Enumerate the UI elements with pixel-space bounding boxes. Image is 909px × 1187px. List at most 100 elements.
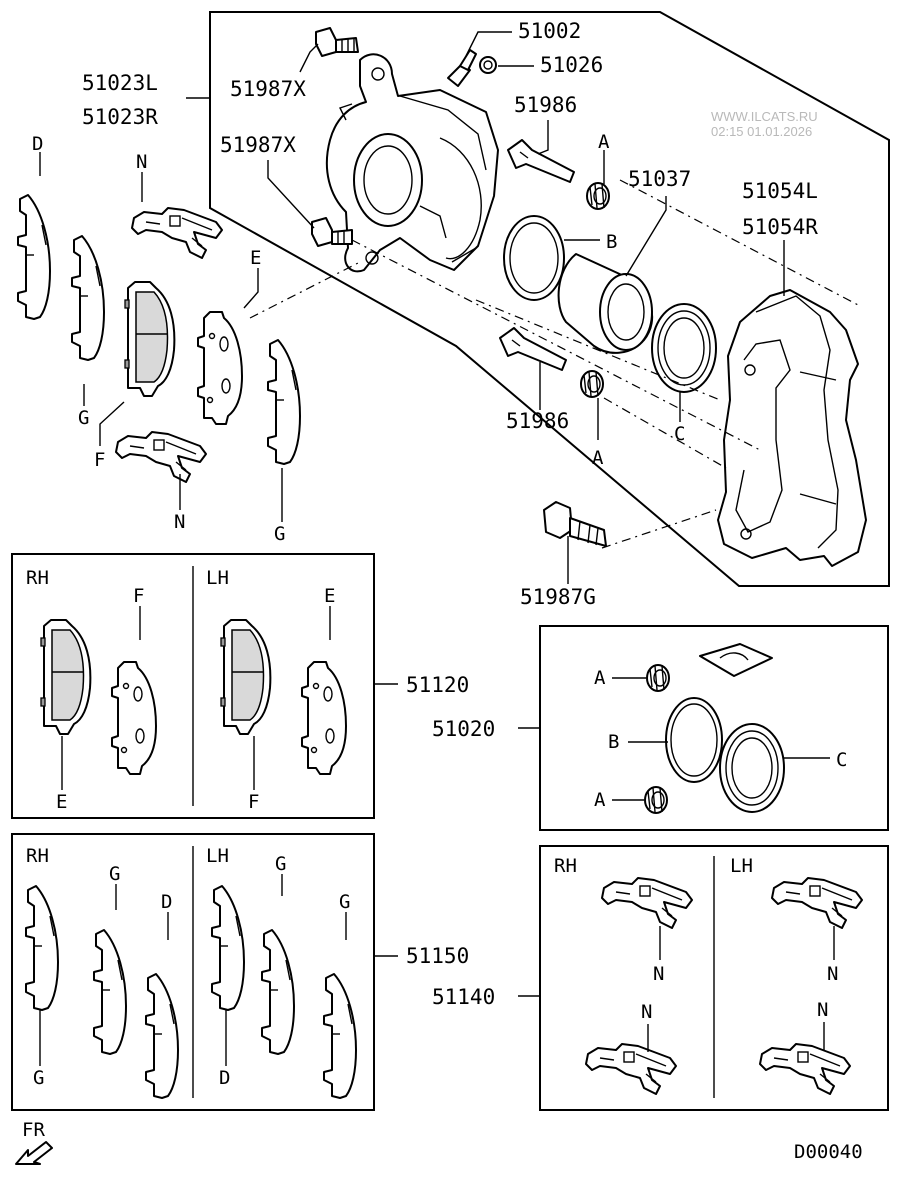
shim-kit-lh-label: LH	[206, 845, 229, 867]
clip-n-lower	[115, 431, 207, 483]
lh-pad-f	[220, 619, 272, 735]
bleeder-screw	[447, 49, 477, 87]
label-kit-ref-a-upper: A	[594, 667, 606, 689]
piston	[557, 253, 654, 354]
label-ref-e-rh: E	[56, 791, 67, 813]
bolt-x-lower	[311, 217, 353, 247]
label-ref-e-lh: E	[324, 585, 335, 607]
kit-boot-a-lower	[644, 786, 668, 814]
label-ref-f-lh: F	[248, 791, 259, 813]
kit-boot-c	[719, 723, 785, 813]
pad-set-box: RH LH F E E F	[11, 553, 375, 819]
grease-packet	[699, 643, 773, 677]
label-shim-kit: 51150	[406, 944, 469, 968]
label-seal-kit: 51020	[432, 717, 495, 741]
diagram-code: D00040	[794, 1141, 863, 1163]
seal-kit-box: A B A C	[539, 625, 889, 831]
label-ref-c-top: C	[674, 423, 685, 445]
lh-clip-lower	[759, 1043, 851, 1095]
label-clip-ref-n-lh-bottom: N	[817, 999, 828, 1021]
label-ref-a-bottom: A	[592, 447, 604, 469]
label-kit-ref-c: C	[836, 749, 847, 771]
label-bolt-x-top: 51987X	[230, 77, 306, 101]
label-caliper-left: 51023L	[82, 71, 158, 95]
label-bleeder-screw: 51002	[518, 19, 581, 43]
shim-d	[17, 194, 51, 320]
clip-kit-lh-label: LH	[730, 855, 753, 877]
rh-pad-f	[111, 661, 157, 775]
label-shim-ref-g-rh-top: G	[109, 863, 120, 885]
rh-shim-g-outer	[25, 885, 59, 1011]
pad-f	[124, 281, 176, 397]
label-ref-f-top: F	[94, 449, 105, 471]
label-clip-ref-n-rh-top: N	[653, 963, 664, 985]
label-shim-ref-g-rh-bottom: G	[33, 1067, 44, 1089]
label-support-right: 51054R	[742, 215, 818, 239]
label-ref-f-rh: F	[133, 585, 144, 607]
label-ref-n-top: N	[136, 151, 147, 173]
watermark-datetime: 02:15 01.01.2026	[711, 124, 812, 139]
pad-set-rh-label: RH	[26, 567, 49, 589]
label-ref-a-top: A	[598, 131, 610, 153]
label-guide-pin-upper: 51986	[514, 93, 577, 117]
clip-kit-box: RH LH N N N N	[539, 845, 889, 1111]
label-ref-g-left: G	[78, 407, 89, 429]
dust-boot-a-upper	[586, 182, 610, 210]
lh-shim-g-inner	[261, 929, 295, 1055]
shim-kit-box: RH LH G D G G G D	[11, 833, 375, 1111]
label-guide-pin-lower: 51986	[506, 409, 569, 433]
caliper-support	[717, 289, 867, 567]
bolt-g	[543, 501, 607, 547]
label-kit-ref-b: B	[608, 731, 619, 753]
caliper-body	[325, 53, 499, 273]
lh-clip-upper	[771, 877, 863, 929]
front-arrow-icon	[15, 1141, 53, 1165]
label-shim-ref-g-lh-right: G	[339, 891, 350, 913]
piston-boot-c	[651, 303, 717, 393]
shim-kit-rh-label: RH	[26, 845, 49, 867]
label-shim-ref-d-lh: D	[219, 1067, 230, 1089]
kit-boot-a-upper	[646, 664, 670, 692]
piston-seal-b	[503, 215, 565, 301]
pad-e	[197, 311, 243, 425]
guide-pin-lower	[499, 327, 567, 371]
lh-shim-d	[211, 885, 245, 1011]
kit-seal-b	[665, 697, 723, 783]
caliper-assembly-frame	[209, 11, 890, 587]
label-shim-ref-g-lh-top: G	[275, 853, 286, 875]
pad-set-lh-label: LH	[206, 567, 229, 589]
rh-clip-upper	[601, 877, 693, 929]
label-support-left: 51054L	[742, 179, 818, 203]
label-bolt-g: 51987G	[520, 585, 596, 609]
label-bleeder-cap: 51026	[540, 53, 603, 77]
dust-boot-a-lower	[580, 370, 604, 398]
shim-g-inner	[71, 235, 105, 361]
label-pad-set: 51120	[406, 673, 469, 697]
label-bolt-x-mid: 51987X	[220, 133, 296, 157]
lh-shim-g-outer	[323, 973, 357, 1099]
clip-kit-rh-label: RH	[554, 855, 577, 877]
lh-pad-e	[301, 661, 347, 775]
alignment-lines	[249, 179, 861, 549]
label-piston: 51037	[628, 167, 691, 191]
shim-g-outer	[267, 339, 301, 465]
guide-pin-upper	[507, 139, 575, 183]
label-clip-ref-n-lh-top: N	[827, 963, 838, 985]
label-ref-g-right: G	[274, 523, 285, 545]
leader-lines	[39, 31, 785, 584]
label-ref-e-top: E	[250, 247, 261, 269]
fr-label: FR	[22, 1119, 45, 1141]
label-ref-b-top: B	[606, 231, 617, 253]
rh-shim-g-inner	[93, 929, 127, 1055]
label-clip-ref-n-rh-bottom: N	[641, 1001, 652, 1023]
clip-n-upper	[131, 207, 223, 259]
rh-pad-e	[40, 619, 92, 735]
bolt-x-upper	[315, 27, 359, 57]
label-caliper-right: 51023R	[82, 105, 158, 129]
watermark-site: WWW.ILCATS.RU	[711, 109, 818, 124]
label-clip-kit: 51140	[432, 985, 495, 1009]
label-ref-d-top: D	[32, 133, 43, 155]
label-kit-ref-a-lower: A	[594, 789, 606, 811]
bleeder-cap	[479, 56, 497, 74]
